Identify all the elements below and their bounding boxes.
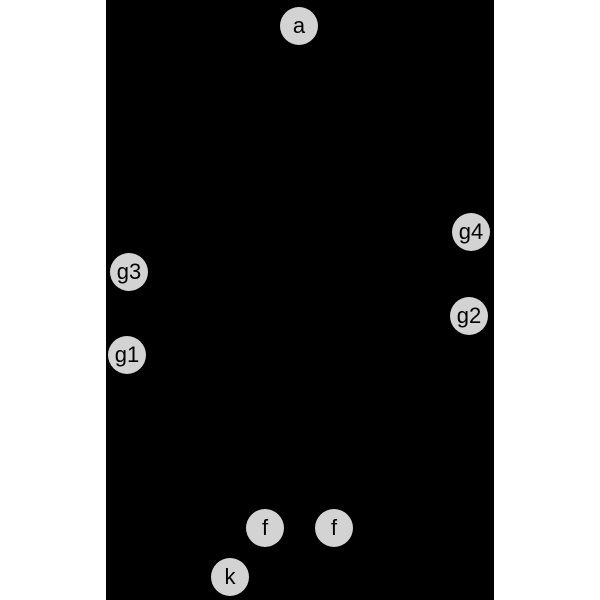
node-k: k [211, 558, 249, 596]
node-g3: g3 [110, 253, 148, 291]
dark-panel [106, 0, 494, 600]
node-g2: g2 [450, 297, 488, 335]
node-g4: g4 [452, 213, 490, 251]
node-f-left: f [246, 509, 284, 547]
node-g1: g1 [108, 336, 146, 374]
node-f-right: f [315, 509, 353, 547]
node-a: a [280, 7, 318, 45]
